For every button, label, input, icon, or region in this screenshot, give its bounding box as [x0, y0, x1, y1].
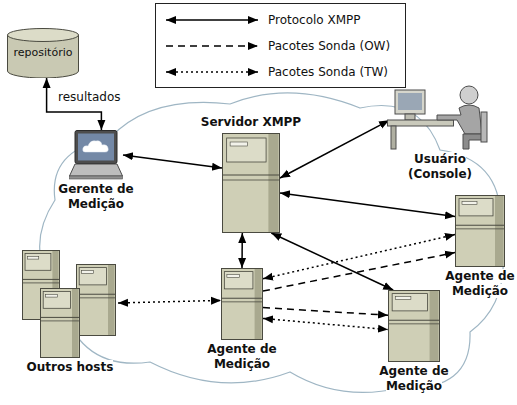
node-text: repositório [14, 46, 73, 59]
legend-text: Protocolo XMPP [268, 12, 361, 28]
legend-text: Pacotes Sonda (TW) [268, 64, 388, 80]
manager-laptop-icon [69, 130, 123, 180]
agent-server-drawing [388, 290, 440, 362]
server-node-icon [222, 133, 280, 233]
xmpp-link [241, 233, 243, 268]
cylinder-top [8, 29, 79, 42]
host-cluster-icon [22, 248, 118, 358]
agent-server: Agente de Medição [374, 290, 454, 394]
database-cylinder: repositório [7, 28, 79, 78]
server-symbol [456, 196, 505, 267]
agent-server-icon [388, 290, 440, 362]
node-label: Agente de Medição [374, 364, 454, 394]
probe-link [263, 308, 388, 316]
user-console: Usuário (Console) [387, 84, 493, 182]
node-label: repositório [7, 46, 79, 60]
manager-laptop: Gerente de Medição [54, 130, 138, 212]
server-node-drawing [222, 133, 280, 233]
user-console-drawing [387, 84, 493, 150]
legend-box [156, 4, 406, 88]
node-text: Outros hosts [27, 360, 114, 374]
agent-server: Agente de Medição [440, 195, 517, 299]
host-cluster-drawing [22, 248, 118, 358]
server-node: Servidor XMPP [191, 115, 311, 233]
agent-server-drawing [455, 195, 505, 267]
xmpp-link [280, 193, 455, 217]
node-text: Gerente de Medição [58, 182, 133, 211]
xmpp-link [47, 78, 102, 130]
node-label: Gerente de Medição [54, 182, 138, 212]
node-text: Servidor XMPP [201, 115, 301, 129]
node-label: Outros hosts [20, 360, 120, 375]
legend-sample [166, 71, 258, 73]
probe-link [263, 318, 388, 329]
probe-link [263, 253, 455, 291]
user-at-computer-symbol [388, 86, 488, 149]
network-cloud [40, 93, 504, 393]
xmpp-link [123, 155, 222, 168]
database-cylinder-icon: repositório [7, 28, 79, 78]
host-cluster: Outros hosts [20, 248, 120, 375]
server-symbol [223, 134, 280, 233]
node-text: Agente de Medição [207, 342, 276, 371]
agent-server-icon [455, 195, 505, 267]
node-label: Usuário (Console) [400, 152, 480, 182]
node-text: Agente de Medição [379, 364, 448, 393]
agent-server: Agente de Medição [202, 268, 282, 372]
agent-server-drawing [221, 268, 263, 340]
server-symbol [77, 265, 116, 336]
legend-sample [166, 19, 258, 21]
user-console-icon [387, 84, 493, 150]
probe-link [118, 300, 221, 303]
node-label: Agente de Medição [440, 269, 517, 299]
node-text: Usuário (Console) [408, 152, 472, 181]
xmpp-link [271, 233, 393, 290]
legend-sample [166, 45, 258, 47]
laptop-symbol [70, 131, 123, 180]
node-text: Agente de Medição [445, 269, 514, 298]
node-label: Agente de Medição [202, 342, 282, 372]
agent-server-icon [221, 268, 263, 340]
node-label: Servidor XMPP [191, 115, 311, 130]
edge-label: resultados [56, 90, 123, 104]
server-symbol [222, 269, 263, 340]
server-symbol [389, 291, 440, 362]
server-symbol [41, 289, 80, 358]
manager-laptop-drawing [69, 130, 123, 180]
legend-text: Pacotes Sonda (OW) [268, 38, 390, 54]
